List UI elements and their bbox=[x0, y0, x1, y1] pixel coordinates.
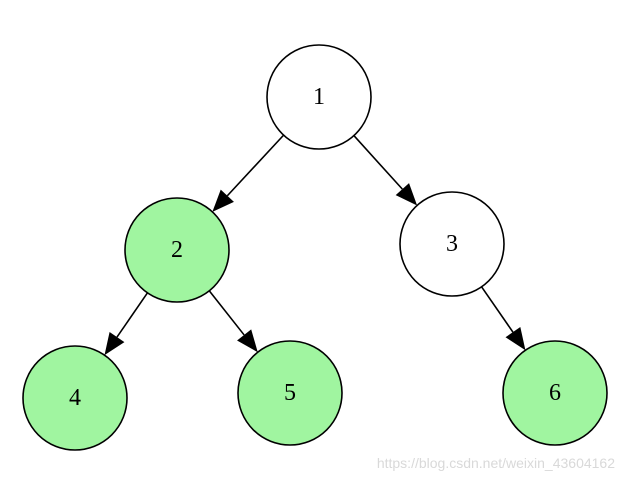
node-4: 4 bbox=[22, 345, 128, 451]
node-1: 1 bbox=[266, 44, 372, 150]
node-6: 6 bbox=[502, 340, 608, 446]
node-label-6: 6 bbox=[549, 380, 561, 406]
node-label-4: 4 bbox=[69, 385, 81, 411]
node-3: 3 bbox=[399, 191, 505, 297]
node-circle-4 bbox=[22, 345, 128, 451]
node-label-5: 5 bbox=[284, 380, 296, 406]
arrowhead-1-3 bbox=[395, 183, 418, 206]
node-label-1: 1 bbox=[313, 84, 325, 110]
node-2: 2 bbox=[124, 197, 230, 303]
node-circle-2 bbox=[124, 197, 230, 303]
edge-1-3 bbox=[353, 135, 403, 190]
watermark-text: https://blog.csdn.net/weixin_43604162 bbox=[376, 455, 615, 471]
edge-1-2 bbox=[226, 134, 285, 197]
node-label-3: 3 bbox=[446, 231, 458, 257]
edge-2-5 bbox=[208, 290, 245, 336]
node-circle-5 bbox=[237, 340, 343, 446]
arrowhead-2-5 bbox=[237, 329, 258, 353]
arrowhead-2-4 bbox=[104, 331, 125, 356]
arrowhead-1-2 bbox=[212, 189, 234, 212]
node-circle-3 bbox=[399, 191, 505, 297]
node-5: 5 bbox=[237, 340, 343, 446]
edges bbox=[104, 134, 526, 356]
node-circle-6 bbox=[502, 340, 608, 446]
edge-2-4 bbox=[116, 292, 149, 338]
arrowhead-3-6 bbox=[505, 327, 526, 351]
edge-3-6 bbox=[480, 286, 514, 333]
node-circle-1 bbox=[266, 44, 372, 150]
node-label-2: 2 bbox=[171, 237, 183, 263]
nodes: 1 2 3 4 5 6 bbox=[22, 44, 608, 451]
